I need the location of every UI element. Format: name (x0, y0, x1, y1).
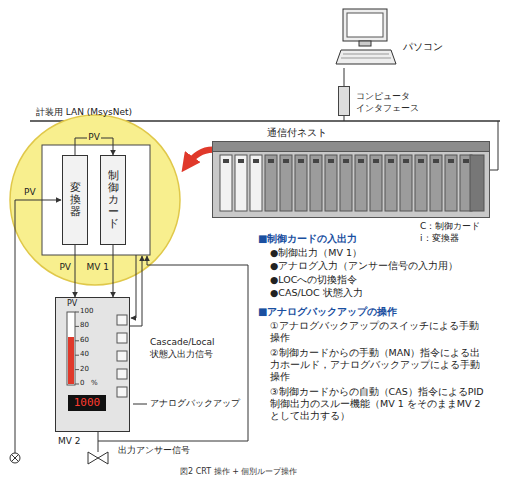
valve-symbol (88, 452, 108, 464)
converter-card: 変換器 (62, 155, 88, 245)
panel-drawing (55, 297, 130, 432)
label-text: 出力アンサー信号 (118, 445, 190, 457)
pc-icon: パソコン (335, 8, 397, 68)
label-text: ●CAS/LOC 状態入力 (270, 287, 363, 299)
lan-drop (344, 116, 345, 121)
lamp-symbol (12, 455, 19, 462)
label-text: ②制御カードからの手動（MAN）指令による出力ホールド，アナログバックアップによ… (270, 347, 484, 384)
node-text: PV (67, 299, 77, 308)
lamp-symbol (10, 453, 20, 463)
backup-panel: PV (55, 297, 130, 432)
label-text: 20 (80, 365, 89, 374)
nest-rack: 通信付ネスト (212, 141, 490, 218)
label-text: ■制御カードの入出力 (258, 232, 357, 245)
connector (344, 68, 345, 86)
rack-drawing (212, 141, 490, 218)
pc-drawing (335, 8, 397, 68)
label-text: ③制御カードからの自動（CAS）指令によるPID 制御出力のスルー機能（MV 1… (270, 386, 484, 423)
node-text: コンピュータ インタフェース (356, 90, 438, 114)
label-text: ●LOCへの切換指令 (270, 274, 357, 286)
mv2-wire (98, 432, 99, 452)
label-text: Cascade/Local 状態入出力信号 (150, 337, 234, 360)
control-card: 制御カード (100, 155, 126, 245)
label-text: C：制御カード (420, 221, 480, 233)
node-text: 通信付ネスト (267, 126, 327, 140)
lan-drop (490, 121, 498, 170)
node-text: 変換器 (70, 182, 81, 218)
label-text: 100 (80, 307, 93, 316)
edge-label: PV (58, 263, 72, 273)
label-text: ●アナログ入力（アンサー信号の入力用） (270, 260, 458, 272)
label-text: ●制御出力（MV 1） (270, 247, 362, 259)
label-text: 1000 (68, 396, 106, 410)
label-text: 40 (80, 350, 89, 359)
edge-label: PV (87, 133, 101, 143)
leader-line (133, 404, 147, 405)
pv-wire (15, 200, 61, 453)
edge-label: MV 1 (85, 263, 110, 273)
label-text: ■アナログバックアップの操作 (258, 305, 397, 318)
label-text: MV 2 (58, 436, 81, 448)
label-text: PV (24, 187, 36, 199)
label-text: 0 (80, 379, 84, 388)
label-text: 80 (80, 321, 89, 330)
node-text: パソコン (403, 40, 443, 54)
figure-caption: 図2 CRT 操作 + 個別ループ操作 (180, 467, 297, 477)
label-text: i：変換器 (420, 233, 459, 245)
label-text: 計装用 LAN (MsysNet) (36, 107, 132, 119)
connector (113, 245, 114, 297)
node-text: 制御カード (108, 170, 119, 230)
connector (75, 245, 76, 297)
label-text: アナログバックアップ (150, 398, 240, 410)
label-text: ①アナログバックアップのスイッチによる手動操作 (270, 320, 484, 345)
label-text: 60 (80, 336, 89, 345)
interface-box: コンピュータ インタフェース (338, 86, 350, 116)
label-text: % (91, 379, 98, 388)
cascade-wire (131, 255, 136, 318)
cascade-wire (130, 256, 142, 326)
